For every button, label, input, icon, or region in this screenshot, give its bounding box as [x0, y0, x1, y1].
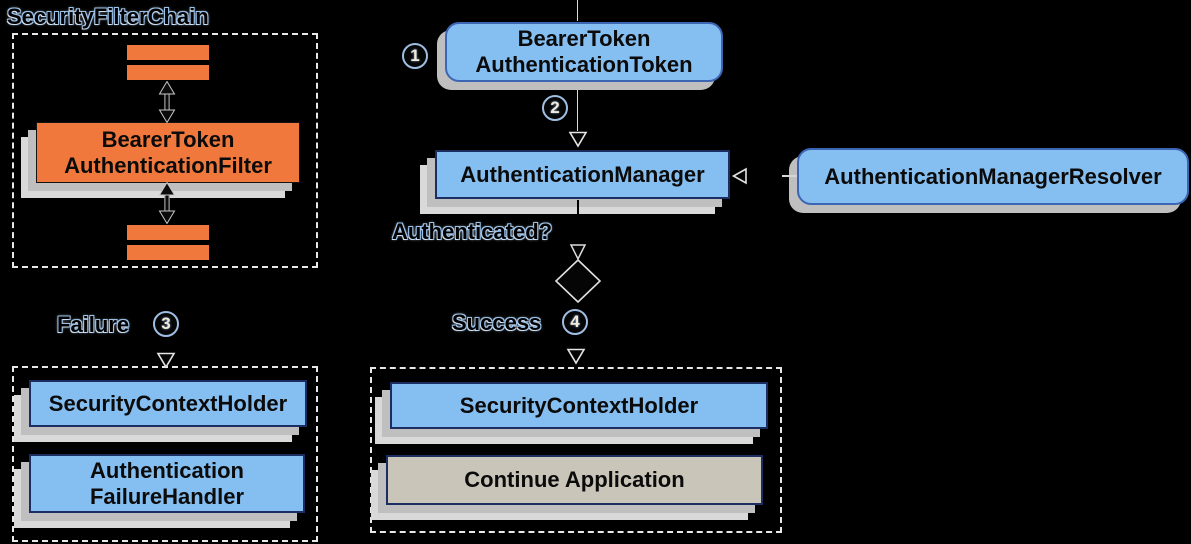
security-filter-chain-box	[12, 33, 318, 268]
filter-bar-2	[127, 65, 209, 80]
authenticated-question-label: Authenticated?	[392, 219, 553, 244]
open-arrowhead-down-icon	[568, 131, 588, 148]
authentication-failure-handler-box: Authentication FailureHandler	[29, 454, 305, 513]
filter-bar-4	[127, 245, 209, 260]
open-arrowhead-down-icon	[566, 348, 586, 365]
bearer-token-authentication-token-box: BearerToken AuthenticationToken	[445, 22, 723, 82]
resolver-connector-line	[782, 175, 797, 177]
failure-label: Failure	[57, 312, 130, 337]
step-3-badge: 3	[153, 311, 179, 337]
authentication-manager-resolver-box: AuthenticationManagerResolver	[797, 148, 1189, 205]
filter-bar-3	[127, 225, 209, 240]
bearer-token-authentication-filter-box: BearerToken AuthenticationFilter	[36, 122, 300, 183]
continue-application-box: Continue Application	[386, 455, 763, 505]
bidirectional-arrow-icon	[158, 182, 176, 224]
step-2-badge: 2	[542, 95, 568, 121]
open-arrowhead-down-icon	[569, 244, 587, 261]
open-arrowhead-down-icon	[156, 352, 176, 369]
security-filter-chain-title: SecurityFilterChain	[7, 4, 209, 29]
step-1-badge: 1	[402, 43, 428, 69]
success-label: Success	[452, 310, 542, 335]
open-arrowhead-left-icon	[731, 167, 747, 185]
success-branch-box	[370, 367, 782, 533]
flow-line-top	[577, 0, 578, 21]
token-label-line2: AuthenticationToken	[475, 52, 693, 77]
failure-handler-line2: FailureHandler	[89, 483, 245, 509]
authentication-manager-box: AuthenticationManager	[435, 150, 730, 199]
filter-label-line1: BearerToken	[101, 126, 235, 152]
step-4-badge: 4	[562, 309, 588, 335]
failure-branch-box	[12, 366, 318, 542]
filter-label-line2: AuthenticationFilter	[64, 152, 272, 178]
token-label-line1: BearerToken	[517, 26, 651, 51]
bidirectional-arrow-icon	[158, 81, 176, 123]
security-context-holder-success-box: SecurityContextHolder	[390, 382, 768, 429]
flow-line-token-to-manager	[577, 84, 578, 131]
filter-bar-1	[127, 45, 209, 60]
failure-handler-line1: Authentication	[90, 457, 244, 483]
decision-diamond-icon	[554, 258, 602, 304]
security-context-holder-failure-box: SecurityContextHolder	[29, 380, 307, 427]
flow-line-manager-to-diamond	[577, 200, 579, 245]
